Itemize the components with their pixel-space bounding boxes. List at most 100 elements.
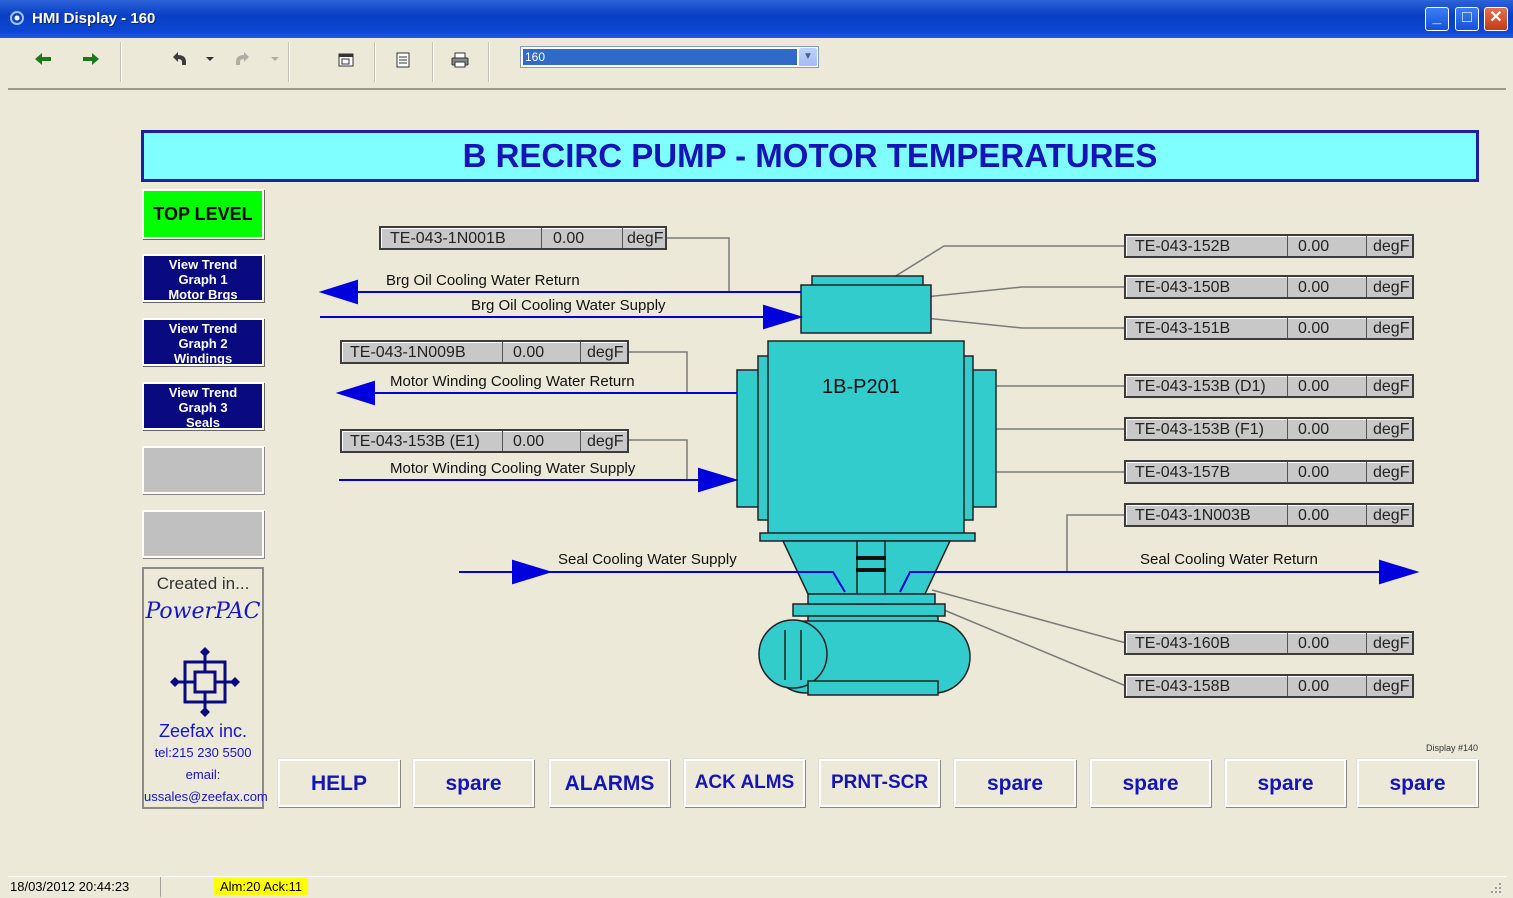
temp-tag-160b[interactable]: TE-043-160B 0.00 degF [1124,631,1414,655]
blank-nav-button[interactable] [142,510,264,558]
tag-value: 0.00 [1298,378,1330,395]
tag-name: TE-043-1N001B [390,230,506,247]
spare-button-5[interactable]: spare [1357,759,1478,807]
chevron-down-icon[interactable]: ▼ [799,48,817,66]
blank-nav-button[interactable] [142,446,264,494]
tag-unit: degF [587,344,624,361]
temp-tag-158b[interactable]: TE-043-158B 0.00 degF [1124,674,1414,698]
tag-value: 0.00 [1298,507,1330,524]
redo-dropdown-icon[interactable] [271,57,279,62]
tag-value: 0.00 [1298,279,1330,296]
tag-value: 0.00 [1298,678,1330,695]
trend-graph-2-button[interactable]: View Trend Graph 2 Windings [142,318,264,366]
spare-button-1[interactable]: spare [413,759,534,807]
temp-tag-153b-f1[interactable]: TE-043-153B (F1) 0.00 degF [1124,417,1414,441]
spare-button-4[interactable]: spare [1225,759,1346,807]
document-icon[interactable] [395,52,411,68]
temp-tag-157b[interactable]: TE-043-157B 0.00 degF [1124,460,1414,484]
tag-unit: degF [1373,678,1410,695]
tag-value: 0.00 [1298,320,1330,337]
tag-name: TE-043-153B (E1) [350,433,480,450]
pump-body [736,275,997,696]
credit-panel: Created in... PowerPAC Zeefax inc. tel:2… [142,567,268,809]
company-email: ussales@zeefax.com [144,789,268,804]
temp-tag-1n001b[interactable]: TE-043-1N001B 0.00 degF [379,226,667,250]
ack-alarms-button[interactable]: ACK ALMS [684,759,805,807]
tag-name: TE-043-153B (D1) [1135,378,1266,395]
help-button[interactable]: HELP [278,759,400,807]
maximize-icon: □ [1462,9,1472,26]
toolbar-separator [488,42,490,82]
arrow-left-icon[interactable] [34,52,52,66]
toolbar-separator [374,42,376,82]
tag-name: TE-043-153B (F1) [1135,421,1264,438]
seal-return-label: Seal Cooling Water Return [1140,551,1318,568]
print-screen-button[interactable]: PRNT-SCR [819,759,940,807]
trend-graph-2-line1: View Trend [168,321,238,336]
brg-oil-return-label: Brg Oil Cooling Water Return [386,272,580,289]
temp-tag-153b-e1[interactable]: TE-043-153B (E1) 0.00 degF [340,429,629,453]
app-icon [10,11,24,25]
alarms-button[interactable]: ALARMS [549,759,670,807]
temp-tag-152b[interactable]: TE-043-152B 0.00 degF [1124,234,1414,258]
temp-tag-153b-d1[interactable]: TE-043-153B (D1) 0.00 degF [1124,374,1414,398]
tag-value: 0.00 [553,230,585,247]
trend-graph-2-line3: Windings [173,351,233,366]
company-name: Zeefax inc. [158,721,248,741]
status-datetime: 18/03/2012 20:44:23 [10,879,130,894]
tag-unit: degF [627,230,664,247]
close-button[interactable]: ✕ [1484,7,1508,31]
spare-button-2[interactable]: spare [954,759,1076,807]
tag-name: TE-043-157B [1135,464,1231,481]
tag-unit: degF [1373,378,1410,395]
resize-grip-icon[interactable] [1490,882,1502,894]
tag-name: TE-043-160B [1135,635,1231,652]
motor-winding-supply-label: Motor Winding Cooling Water Supply [390,460,636,477]
undo-dropdown-icon[interactable] [206,57,214,62]
tag-unit: degF [1373,464,1410,481]
top-level-button[interactable]: TOP LEVEL [142,189,264,239]
tag-name: TE-043-150B [1135,279,1231,296]
tag-unit: degF [1373,238,1410,255]
trend-graph-1-line2: Graph 1 [178,272,228,287]
temp-tag-151b[interactable]: TE-043-151B 0.00 degF [1124,316,1414,340]
minimize-button[interactable]: _ [1425,7,1449,31]
toolbar-separator [120,42,122,82]
trend-graph-2-line2: Graph 2 [178,336,228,351]
tag-unit: degF [1373,320,1410,337]
email-label: email: [185,767,221,782]
window-view-icon[interactable] [338,53,354,67]
printer-icon[interactable] [451,52,469,68]
motor-winding-return-label: Motor Winding Cooling Water Return [390,373,635,390]
powerpac-logo-text: PowerPAC [145,599,261,624]
leader-lines [628,237,1127,687]
toolbar-separator [432,42,434,82]
temp-tag-1n009b[interactable]: TE-043-1N009B 0.00 degF [340,340,629,364]
tag-name: TE-043-1N003B [1135,507,1251,524]
trend-graph-3-line1: View Trend [168,385,238,400]
undo-icon[interactable] [170,51,188,67]
temp-tag-150b[interactable]: TE-043-150B 0.00 degF [1124,275,1414,299]
minimize-icon: _ [1432,9,1442,26]
tag-value: 0.00 [1298,238,1330,255]
trend-graph-3-line3: Seals [186,415,220,430]
spare-button-3[interactable]: spare [1090,759,1211,807]
display-select[interactable]: 160 ▼ [520,46,819,68]
zeefax-logo-icon [170,647,240,717]
status-bar: 18/03/2012 20:44:23 Alm:20 Ack:11 [8,876,1506,897]
status-alarm-count: Alm:20 Ack:11 [214,878,309,895]
arrow-right-icon[interactable] [82,52,100,66]
trend-graph-1-button[interactable]: View Trend Graph 1 Motor Brgs [142,254,264,302]
maximize-button[interactable]: □ [1455,7,1479,31]
redo-icon[interactable] [234,51,252,67]
page-title: B RECIRC PUMP - MOTOR TEMPERATURES [141,130,1479,182]
seal-supply-label: Seal Cooling Water Supply [558,551,737,568]
brg-oil-supply-label: Brg Oil Cooling Water Supply [471,297,666,314]
window-title: HMI Display - 160 [32,10,156,27]
tag-name: TE-043-158B [1135,678,1231,695]
flow-lines [318,279,1420,585]
trend-graph-1-line1: View Trend [168,257,238,272]
temp-tag-1n003b[interactable]: TE-043-1N003B 0.00 degF [1124,503,1414,527]
trend-graph-3-button[interactable]: View Trend Graph 3 Seals [142,382,264,430]
